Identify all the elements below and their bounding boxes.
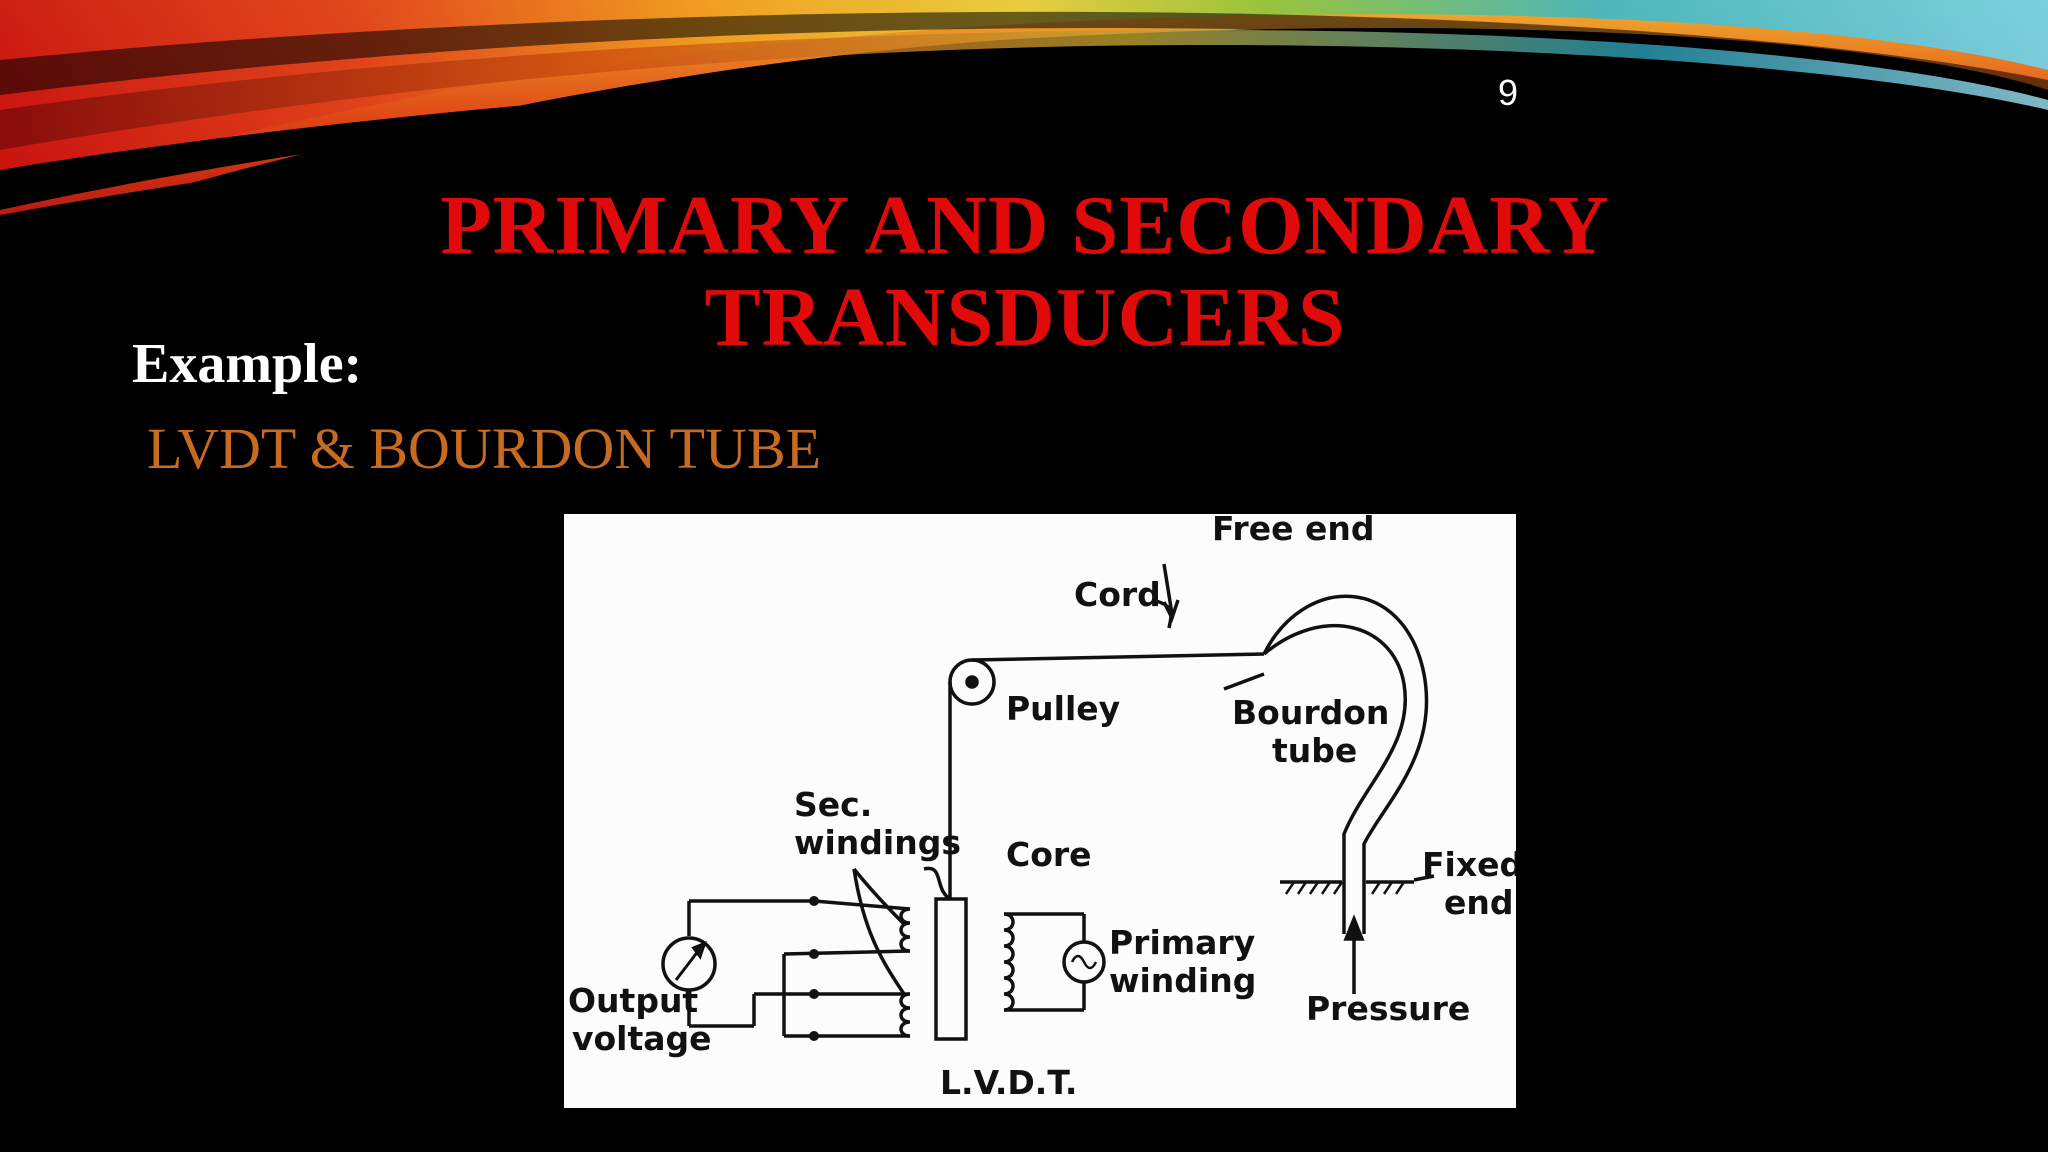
label-primary: Primary: [1109, 923, 1255, 962]
bourdon-tube-inner: [1262, 623, 1408, 934]
label-voltage: voltage: [572, 1019, 712, 1058]
label-output: Output: [568, 981, 698, 1020]
label-cord: Cord: [1074, 575, 1161, 614]
diagram-svg: Free end Cord Pulley Bourdon tube Sec. w…: [568, 514, 1516, 1102]
label-core: Core: [1006, 835, 1092, 874]
title-line-1: Primary and Secondary: [440, 179, 1610, 272]
label-winding: winding: [1109, 961, 1256, 1000]
lvdt-core: [934, 897, 968, 1041]
label-pressure: Pressure: [1306, 989, 1470, 1028]
example-label: Example:: [132, 333, 363, 395]
label-end: end: [1444, 883, 1514, 922]
primary-coil: [1003, 912, 1015, 1012]
label-sec: Sec.: [794, 785, 872, 824]
voltmeter-icon: [661, 936, 717, 992]
bourdon-tube-outer: [1262, 594, 1429, 934]
label-bourdon: Bourdon: [1232, 693, 1389, 732]
page-number: 9: [1497, 72, 1519, 113]
sec-coil-upper: [899, 907, 911, 953]
example-subject: LVDT & BOURDON TUBE: [147, 416, 822, 481]
decorative-swoosh: [0, 0, 2048, 245]
ac-source-icon: [1062, 940, 1106, 984]
label-lvdt: L.V.D.T.: [940, 1063, 1077, 1102]
lvdt-bourdon-diagram: Free end Cord Pulley Bourdon tube Sec. w…: [564, 514, 1516, 1108]
dots: [809, 896, 819, 1041]
title-line-2: Transducers: [704, 271, 1346, 364]
label-free-end: Free end: [1212, 514, 1374, 548]
label-tube: tube: [1272, 731, 1357, 770]
label-windings: windings: [794, 823, 961, 862]
sec-coil-lower: [899, 992, 911, 1038]
slide-title: Primary and Secondary Transducers: [380, 180, 1670, 364]
cord-line: [971, 652, 1265, 662]
label-fixed: Fixed: [1422, 845, 1516, 884]
label-pulley: Pulley: [1006, 689, 1120, 728]
